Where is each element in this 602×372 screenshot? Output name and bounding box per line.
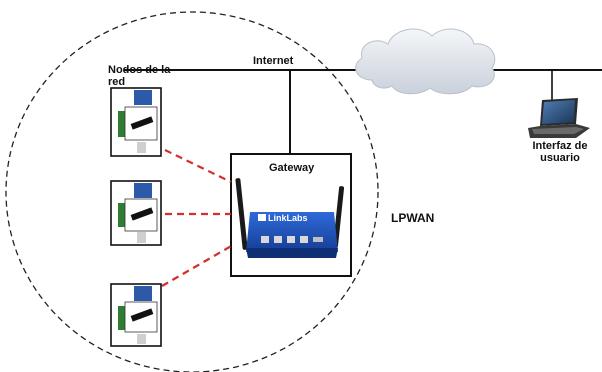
laptop-icon	[528, 98, 590, 138]
gateway-router-icon	[235, 178, 345, 258]
link-node-3	[161, 244, 234, 287]
sensor-node-icon	[110, 283, 162, 347]
gateway-label: Gateway	[269, 162, 315, 174]
lpwan-label: LPWAN	[391, 211, 435, 225]
cloud-icon	[355, 28, 496, 95]
lpwan-links	[161, 149, 234, 287]
nodes-label: Nodos de la red	[108, 64, 171, 88]
sensor-node-icon	[110, 87, 162, 157]
internet-label: Internet	[253, 55, 294, 67]
user-interface-label: Interfaz de usuario	[532, 140, 588, 164]
lpwan-boundary	[5, 11, 379, 372]
link-node-1	[164, 149, 232, 183]
gateway-brand-logo: LinkLabs	[268, 213, 308, 223]
sensor-node-icon	[110, 180, 162, 246]
